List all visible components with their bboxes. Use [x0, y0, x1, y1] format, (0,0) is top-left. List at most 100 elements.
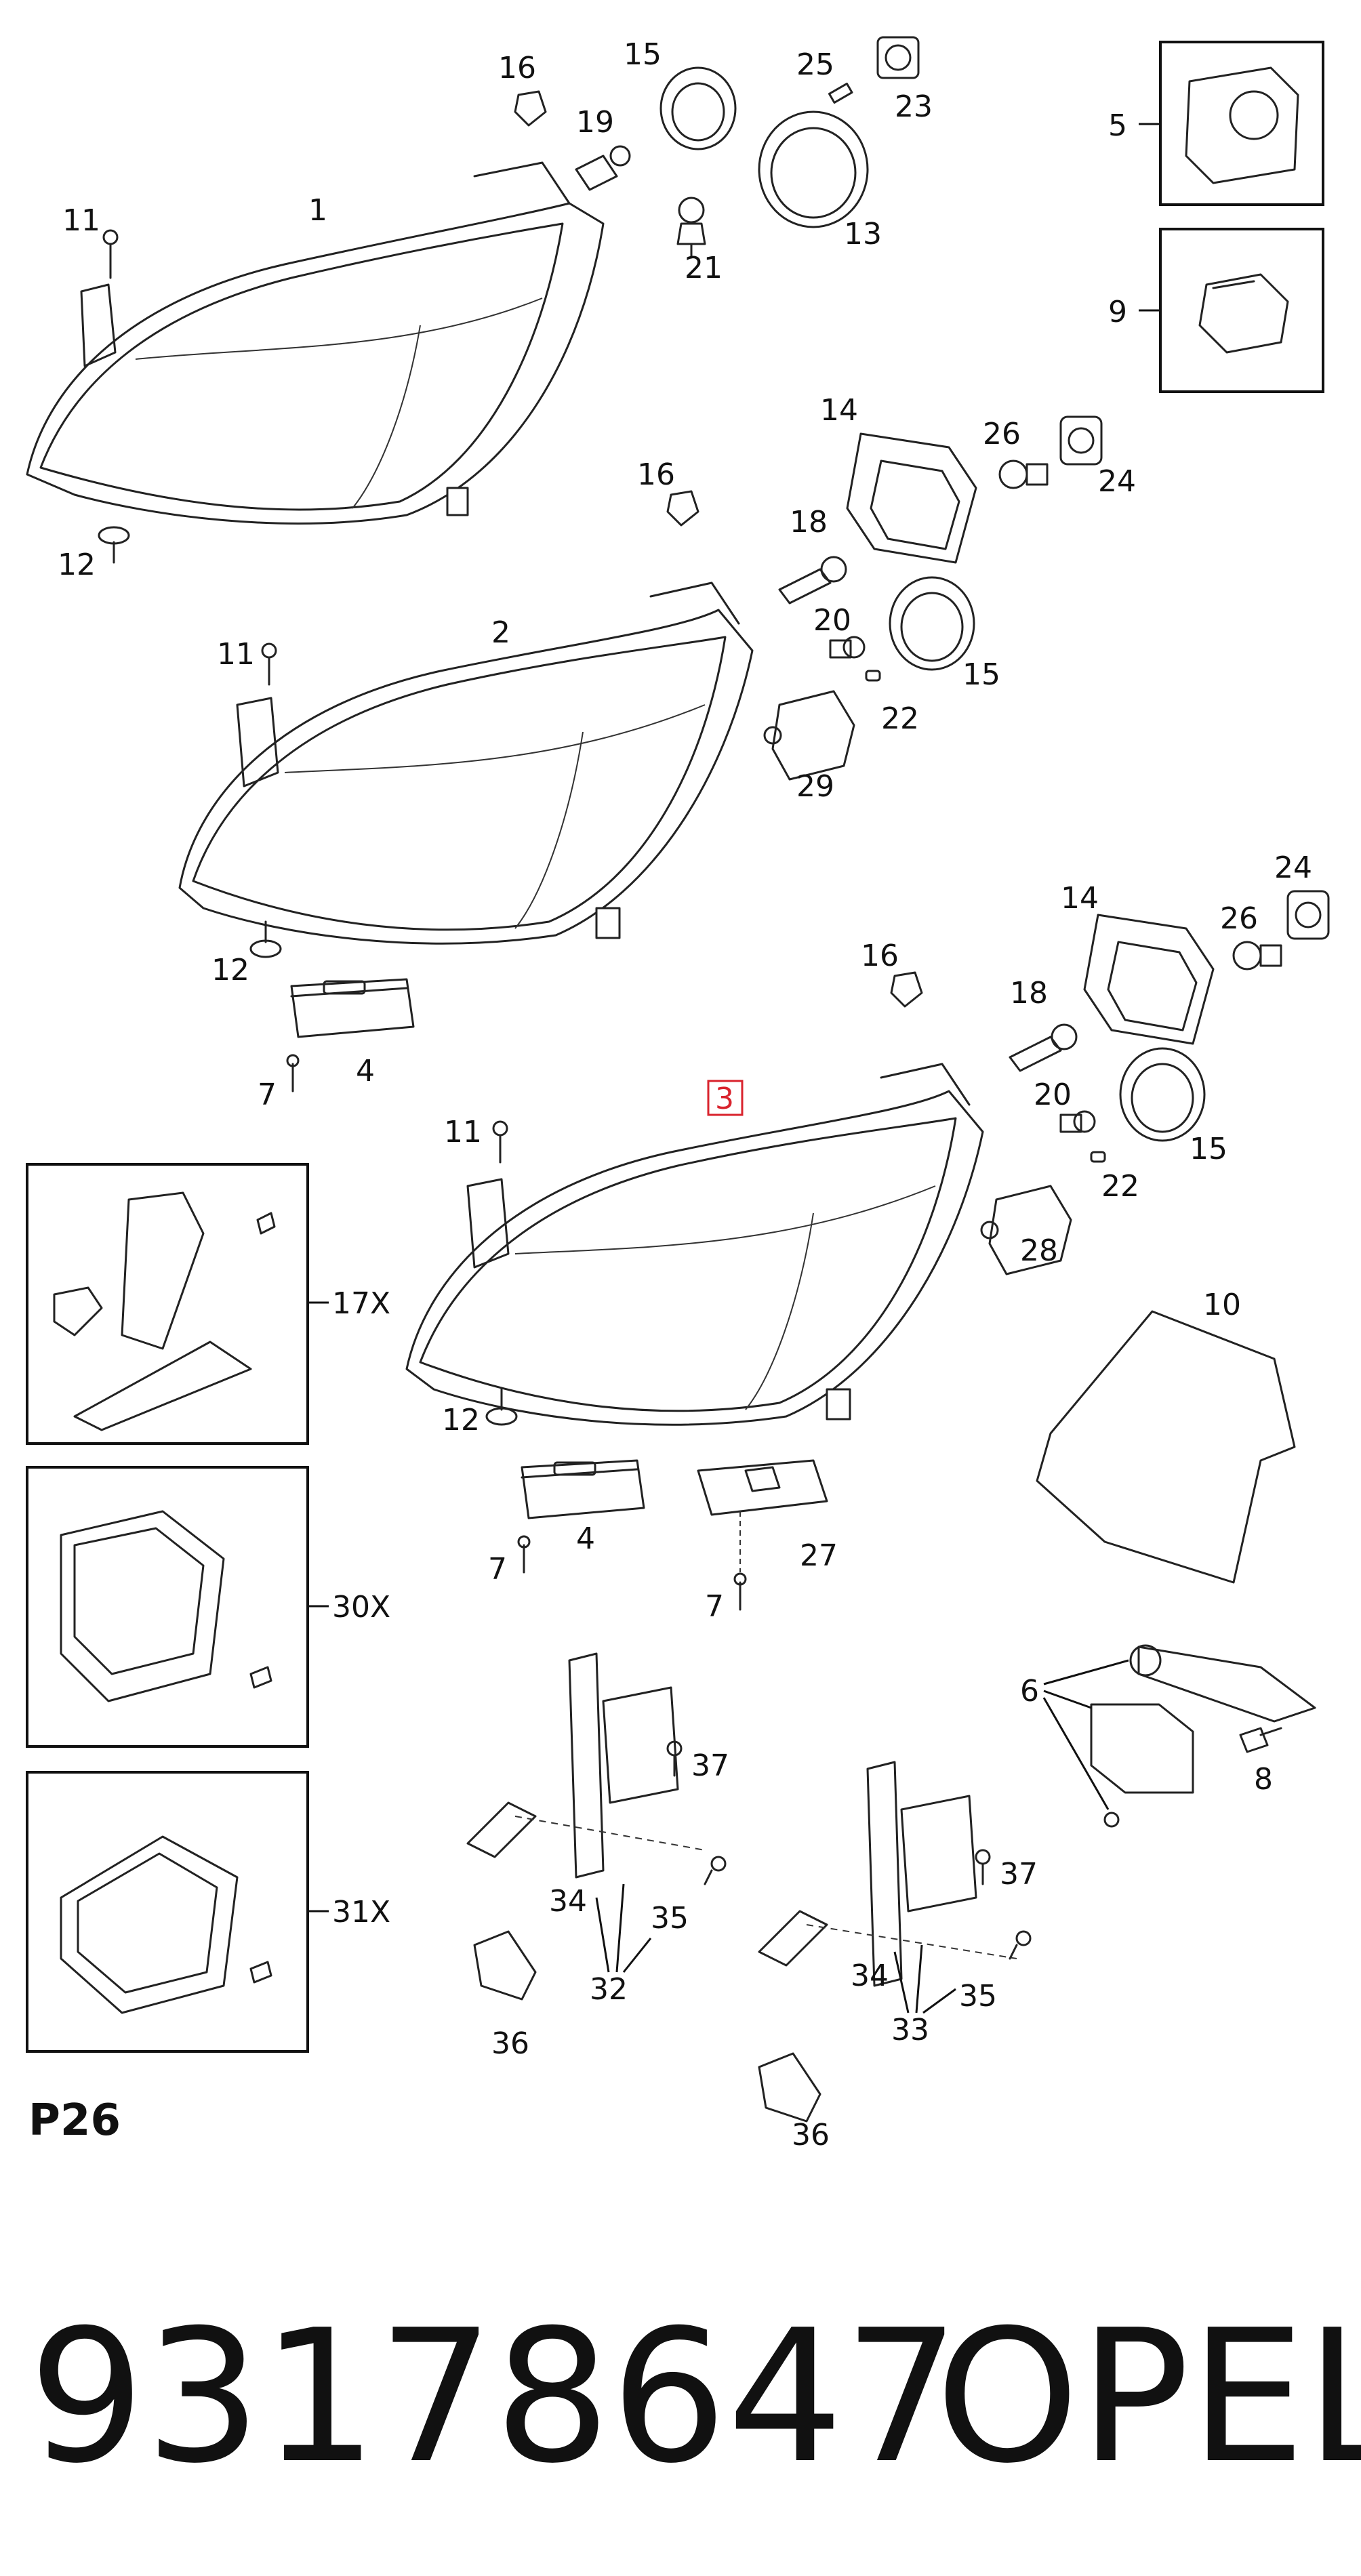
screw-8	[1239, 1727, 1282, 1753]
headlamp-assembly-2	[178, 581, 754, 945]
callout-34-b: 34	[851, 1959, 889, 1993]
screw-37-a	[666, 1740, 683, 1777]
bulb-22-lower	[1090, 1151, 1106, 1163]
screw-7-upper	[286, 1054, 300, 1092]
bulb-26-upper	[998, 459, 1049, 489]
motor-28	[980, 1185, 1072, 1275]
screw-35-b	[1009, 1930, 1032, 1960]
headlamp-assembly-3	[405, 1063, 984, 1426]
callout-15-top: 15	[624, 37, 662, 72]
motor-29	[763, 690, 855, 781]
callout-6: 6	[1020, 1674, 1039, 1709]
screw-7-lower-b	[733, 1511, 747, 1611]
seal-15-low	[1119, 1047, 1206, 1142]
socket-24-upper	[1059, 415, 1103, 466]
callout-5: 5	[1108, 108, 1127, 143]
grommet-12-mid	[249, 920, 282, 958]
callout-11-top: 11	[62, 203, 100, 238]
callout-13: 13	[844, 217, 882, 251]
callout-35-b: 35	[959, 1979, 997, 2013]
callout-18-lower: 18	[1010, 976, 1048, 1010]
callout-10: 10	[1203, 1288, 1241, 1322]
ballast-4-upper	[290, 978, 415, 1038]
callout-15-low: 15	[1190, 1132, 1227, 1166]
bulb-21	[676, 197, 706, 259]
bulb-19	[575, 145, 631, 191]
callout-3-highlighted: 3	[707, 1080, 744, 1116]
cover-14-upper	[846, 432, 977, 564]
callout-37-a: 37	[691, 1749, 729, 1783]
bulb-26-lower	[1232, 941, 1282, 970]
callout-18-upper: 18	[790, 505, 828, 539]
callout-16-top: 16	[498, 51, 536, 85]
clip-16-low	[890, 971, 923, 1008]
screw-11-mid	[261, 642, 277, 686]
callout-30x: 30X	[332, 1590, 390, 1624]
plate-10	[1036, 1310, 1296, 1584]
part-number: 93178647	[28, 2290, 960, 2503]
screw-11-top	[102, 229, 119, 279]
inset-30x	[26, 1466, 329, 1748]
inset-5	[1139, 41, 1324, 206]
screw-11-low	[492, 1120, 508, 1164]
inset-9	[1139, 228, 1324, 393]
callout-11-mid: 11	[217, 637, 255, 672]
brand-name: OPEL	[935, 2290, 1361, 2503]
socket-23	[876, 36, 920, 79]
callout-22-upper: 22	[881, 701, 919, 736]
control-module-6	[1090, 1644, 1316, 1828]
seal-15-top	[659, 66, 737, 150]
callout-26-upper: 26	[983, 417, 1021, 451]
socket-24-lower	[1286, 890, 1330, 940]
ballast-27	[697, 1459, 828, 1516]
cover-14-lower	[1083, 914, 1215, 1045]
callout-20-upper: 20	[813, 603, 851, 638]
callout-11-low: 11	[444, 1115, 482, 1149]
bulb-22-upper	[865, 670, 881, 682]
callout-4-upper: 4	[356, 1054, 375, 1088]
inset-31x	[26, 1771, 329, 2053]
callout-9: 9	[1108, 295, 1127, 329]
svg-text:1: 1	[308, 193, 327, 228]
callout-14-lower: 14	[1061, 881, 1099, 916]
callout-36-b: 36	[792, 2118, 830, 2152]
clip-16-top	[514, 90, 547, 127]
bulb-20-lower	[1059, 1110, 1096, 1133]
callout-37-b: 37	[1000, 1857, 1038, 1892]
bulb-20-upper	[829, 636, 866, 659]
callout-19: 19	[576, 105, 614, 140]
callout-12-low: 12	[442, 1403, 480, 1437]
callout-26-lower: 26	[1220, 901, 1258, 936]
inset-17x	[26, 1163, 329, 1445]
sensor-bracket-33	[758, 1761, 1017, 2123]
callout-12-mid: 12	[211, 953, 249, 987]
bulb-18-upper	[778, 556, 847, 605]
callout-4-lower: 4	[576, 1521, 595, 1556]
callout-23: 23	[895, 89, 933, 124]
callout-7-lower-b: 7	[705, 1589, 724, 1624]
seal-15-mid	[889, 576, 975, 671]
cover-13	[758, 110, 869, 228]
callout-36-a: 36	[491, 2026, 529, 2061]
callout-16-low: 16	[861, 939, 899, 973]
callout-8: 8	[1254, 1762, 1273, 1797]
callout-27: 27	[800, 1538, 838, 1573]
callout-14-upper: 14	[820, 393, 858, 428]
ballast-4-lower	[521, 1459, 645, 1519]
callout-31x: 31X	[332, 1895, 390, 1929]
callout-7-upper: 7	[258, 1078, 277, 1112]
headlamp-assembly-1	[26, 161, 605, 525]
callout-17x: 17X	[332, 1286, 390, 1321]
grommet-12-top	[98, 526, 130, 564]
callout-34-a: 34	[549, 1884, 587, 1919]
callout-28: 28	[1020, 1233, 1058, 1268]
screw-35-a	[704, 1856, 727, 1885]
callout-20-lower: 20	[1034, 1078, 1072, 1112]
screw-7-lower-a	[517, 1535, 531, 1574]
callout-25: 25	[796, 47, 834, 82]
callout-24-lower: 24	[1274, 851, 1312, 885]
section-code: P26	[28, 2095, 121, 2146]
callout-12-top: 12	[58, 548, 96, 582]
callout-22-lower: 22	[1101, 1169, 1139, 1204]
